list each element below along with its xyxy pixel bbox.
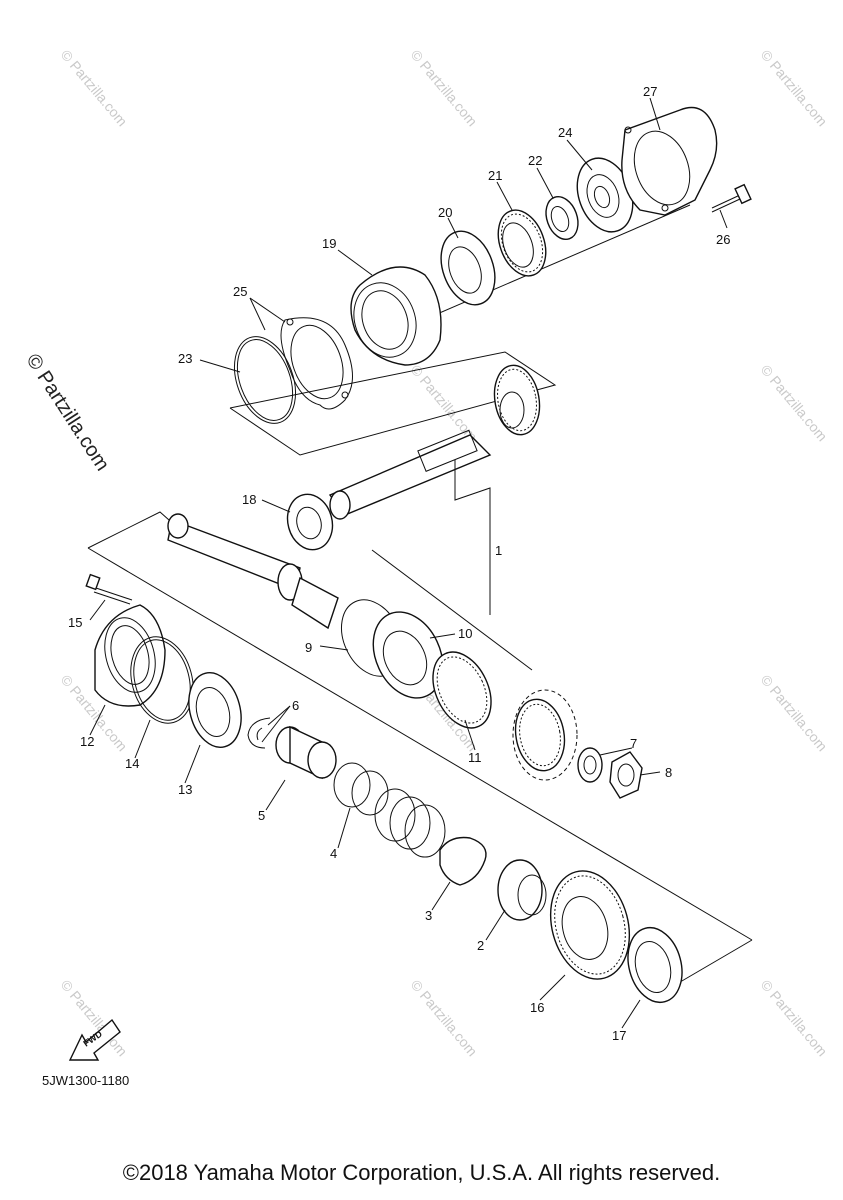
callout-3: 3 [425, 908, 432, 923]
upper-shaft [328, 429, 492, 520]
bearing-housing-19 [350, 266, 442, 366]
callout-17: 17 [612, 1028, 626, 1043]
callout-6: 6 [292, 698, 299, 713]
callout-2: 2 [477, 938, 484, 953]
callout-13: 13 [178, 782, 192, 797]
watermark-text: © Partzilla.com [58, 47, 131, 130]
leader-lines [89, 97, 728, 1029]
ring-nut-11 [432, 651, 492, 729]
o-ring-14 [130, 636, 194, 724]
diagram-code: 5JW1300-1180 [42, 1073, 129, 1088]
watermark-text: © Partzilla.com [758, 977, 831, 1060]
ring-nut-21 [497, 209, 547, 277]
callout-10: 10 [458, 626, 472, 641]
callout-12: 12 [80, 734, 94, 749]
callout-16: 16 [530, 1000, 544, 1015]
callout-bracket-1 [454, 460, 491, 615]
bearing-20 [440, 230, 496, 306]
oil-seal-22 [545, 195, 579, 241]
spring-4 [333, 762, 446, 858]
gear-16 [549, 870, 631, 980]
bolt-26 [711, 183, 752, 213]
lower-assembly-frame [87, 511, 753, 986]
circlip-6 [247, 717, 271, 749]
callout-labels: 1 2 3 4 5 6 7 8 9 10 11 12 13 14 15 16 1… [68, 84, 730, 1043]
callout-11: 11 [468, 750, 482, 765]
callout-23: 23 [178, 351, 192, 366]
watermark-text: © Partzilla.com [758, 47, 831, 130]
watermark-text: © Partzilla.com [408, 47, 481, 130]
callout-21: 21 [488, 168, 502, 183]
o-ring-23 [234, 336, 296, 424]
callout-27: 27 [643, 84, 657, 99]
lock-washer-7 [577, 747, 603, 783]
lower-shaft [167, 513, 339, 630]
collar-5 [275, 725, 337, 780]
watermark-layer: © Partzilla.com © Partzilla.com © Partzi… [58, 47, 831, 1060]
callout-26: 26 [716, 232, 730, 247]
callout-20: 20 [438, 205, 452, 220]
callout-9: 9 [305, 640, 312, 655]
bearing-13 [188, 672, 242, 748]
callout-4: 4 [330, 846, 337, 861]
callout-5: 5 [258, 808, 265, 823]
watermark-text: © Partzilla.com [758, 672, 831, 755]
callout-15: 15 [68, 615, 82, 630]
bevel-gear-lower [512, 689, 578, 781]
clutch-2 [497, 859, 547, 921]
callout-18: 18 [242, 492, 256, 507]
watermark-text: © Partzilla.com [758, 362, 831, 445]
gasket-25 [280, 317, 353, 410]
bearing-17 [627, 926, 683, 1004]
housing-27 [621, 106, 718, 216]
bolt-15 [85, 573, 133, 605]
watermark-text: © Partzilla.com [408, 977, 481, 1060]
shift-fork-3 [439, 836, 487, 886]
callout-24: 24 [558, 125, 572, 140]
callout-25: 25 [233, 284, 247, 299]
bearing-10 [372, 611, 444, 699]
callout-1: 1 [495, 543, 502, 558]
callout-19: 19 [322, 236, 336, 251]
callout-7: 7 [630, 736, 637, 751]
callout-14: 14 [125, 756, 139, 771]
callout-22: 22 [528, 153, 542, 168]
copyright-notice: ©2018 Yamaha Motor Corporation, U.S.A. A… [122, 1160, 721, 1185]
upper-assembly-frame [229, 204, 691, 456]
bevel-gear-upper [493, 364, 541, 436]
nut-8 [609, 751, 643, 799]
bearing-18 [286, 493, 334, 551]
callout-8: 8 [665, 765, 672, 780]
housing-12 [94, 604, 166, 707]
